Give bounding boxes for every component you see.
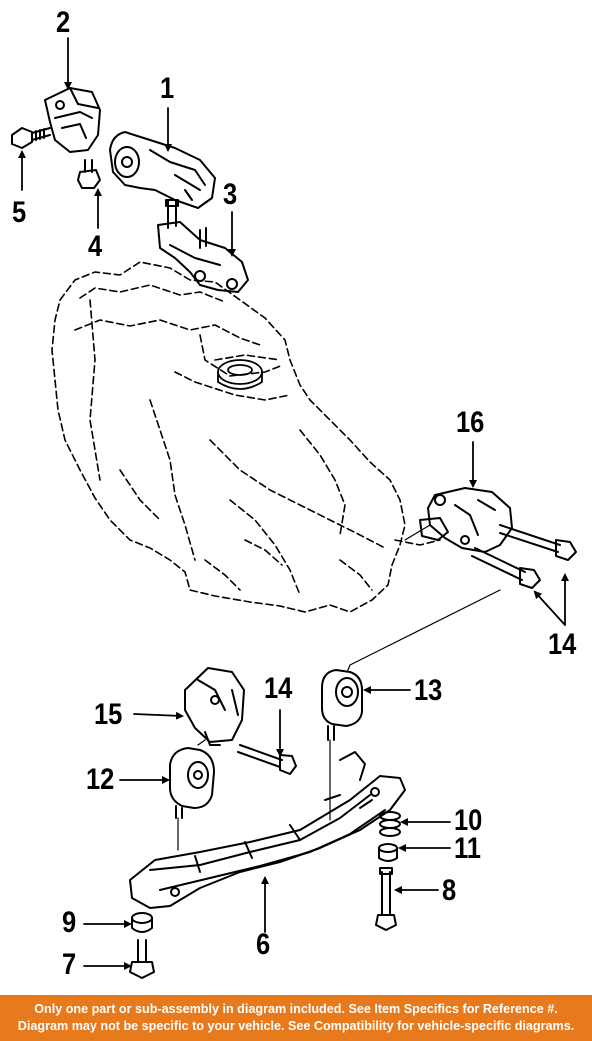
disclaimer-line-2: Diagram may not be specific to your vehi… xyxy=(17,1019,575,1033)
callout-16: 16 xyxy=(456,406,485,439)
part-9-bushing xyxy=(131,912,153,933)
callout-11: 11 xyxy=(454,832,481,865)
part-15-bracket xyxy=(184,667,245,746)
part-8-bolt xyxy=(375,867,397,931)
part-16-bracket xyxy=(419,487,513,553)
callout-12: 12 xyxy=(86,763,115,796)
disclaimer-banner: Only one part or sub-assembly in diagram… xyxy=(0,995,592,1041)
part-11-washer xyxy=(378,843,398,862)
part-13-mount xyxy=(321,669,363,741)
callout-4: 4 xyxy=(88,230,103,263)
part-12-mount xyxy=(169,747,215,819)
engine-block xyxy=(51,261,441,613)
disclaimer-line-1: Only one part or sub-assembly in diagram… xyxy=(34,1002,558,1016)
callout-9: 9 xyxy=(62,906,77,939)
callout-5: 5 xyxy=(12,196,27,229)
part-1-upper-mount xyxy=(109,131,216,209)
callout-3: 3 xyxy=(223,178,238,211)
part-3-bracket xyxy=(157,199,249,293)
oil-filler-cap xyxy=(217,359,263,390)
callout-14-middle: 14 xyxy=(264,672,293,705)
part-2-bracket xyxy=(44,87,101,153)
engine-mount-diagram xyxy=(11,37,577,979)
part-6-crossmember xyxy=(129,751,406,909)
callout-7: 7 xyxy=(62,948,77,981)
callout-2: 2 xyxy=(56,6,71,39)
part-5-bolt xyxy=(11,127,51,149)
callout-15: 15 xyxy=(94,698,123,731)
callout-8: 8 xyxy=(442,874,457,907)
callout-14-upper: 14 xyxy=(548,628,577,661)
callout-13: 13 xyxy=(414,674,443,707)
part-7-bolt xyxy=(129,939,155,979)
part-14-bolt-middle xyxy=(237,744,297,775)
part-4-nut xyxy=(77,159,101,189)
connector-lines xyxy=(177,524,501,851)
callout-6: 6 xyxy=(256,928,271,961)
callout-1: 1 xyxy=(160,72,175,105)
leader-arrows xyxy=(18,37,569,970)
callout-10: 10 xyxy=(454,804,483,837)
part-14-bolts-upper xyxy=(471,524,577,589)
